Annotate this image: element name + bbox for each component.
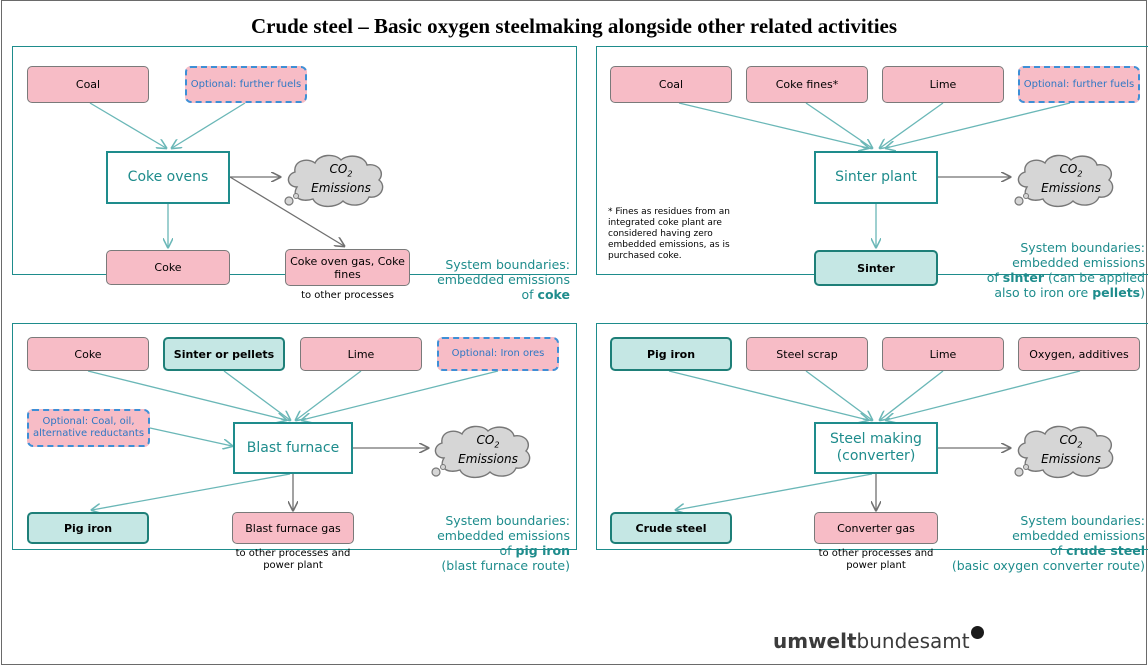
process-coke-ovens: Coke ovens	[106, 151, 230, 204]
input-steel-scrap: Steel scrap	[746, 337, 868, 371]
byproduct-note: to other processes	[301, 290, 394, 301]
system-boundaries-crude-steel: System boundaries: embedded emissions of…	[951, 513, 1145, 573]
process-blast-furnace: Blast furnace	[233, 422, 353, 474]
input-coke-fines: Coke fines*	[746, 66, 868, 103]
process-steel-making: Steel making (converter)	[814, 422, 938, 474]
product-coke: Coke	[106, 250, 230, 285]
byproduct-note: to other processes and power plant	[818, 548, 934, 571]
umweltbundesamt-logo: umweltbundesamt	[773, 626, 984, 653]
product-pig-iron: Pig iron	[27, 512, 149, 544]
input-oxygen-additives: Oxygen, additives	[1018, 337, 1140, 371]
footnote-fines: * Fines as residues from an integrated c…	[608, 207, 730, 261]
system-boundaries-sinter: System boundaries: embedded emissions of…	[986, 240, 1145, 300]
input-optional-further-fuels: Optional: further fuels	[185, 66, 307, 103]
input-lime: Lime	[882, 337, 1004, 371]
input-coke: Coke	[27, 337, 149, 371]
input-sinter-or-pellets: Sinter or pellets	[163, 337, 285, 371]
input-optional-reductants: Optional: Coal, oil, alternative reducta…	[27, 409, 150, 447]
input-optional-iron-ores: Optional: Iron ores	[437, 337, 559, 371]
panel-pig-iron	[12, 323, 577, 550]
byproduct-blast-furnace-gas: Blast furnace gas	[232, 512, 354, 544]
product-sinter: Sinter	[814, 250, 938, 286]
cloud-label: CO2 Emissions	[1041, 433, 1101, 467]
cloud-label: CO2 Emissions	[458, 433, 518, 467]
input-coal: Coal	[610, 66, 732, 103]
product-crude-steel: Crude steel	[610, 512, 732, 544]
logo-mark-icon	[970, 626, 984, 639]
cloud-label: CO2 Emissions	[311, 162, 371, 196]
input-pig-iron: Pig iron	[610, 337, 732, 371]
process-sinter-plant: Sinter plant	[814, 151, 938, 204]
input-lime: Lime	[300, 337, 422, 371]
system-boundaries-pig-iron: System boundaries: embedded emissions of…	[437, 513, 570, 573]
system-boundaries-coke: System boundaries: embedded emissions of…	[437, 257, 570, 302]
cloud-label: CO2 Emissions	[1041, 162, 1101, 196]
byproduct-converter-gas: Converter gas	[814, 512, 938, 544]
panel-crude-steel	[596, 323, 1148, 550]
input-coal: Coal	[27, 66, 149, 103]
input-lime: Lime	[882, 66, 1004, 103]
byproduct-coke-oven-gas: Coke oven gas, Coke fines	[285, 249, 410, 286]
byproduct-note: to other processes and power plant	[235, 548, 351, 571]
figure-title: Crude steel – Basic oxygen steelmaking a…	[250, 14, 898, 38]
input-optional-further-fuels: Optional: further fuels	[1018, 66, 1140, 103]
